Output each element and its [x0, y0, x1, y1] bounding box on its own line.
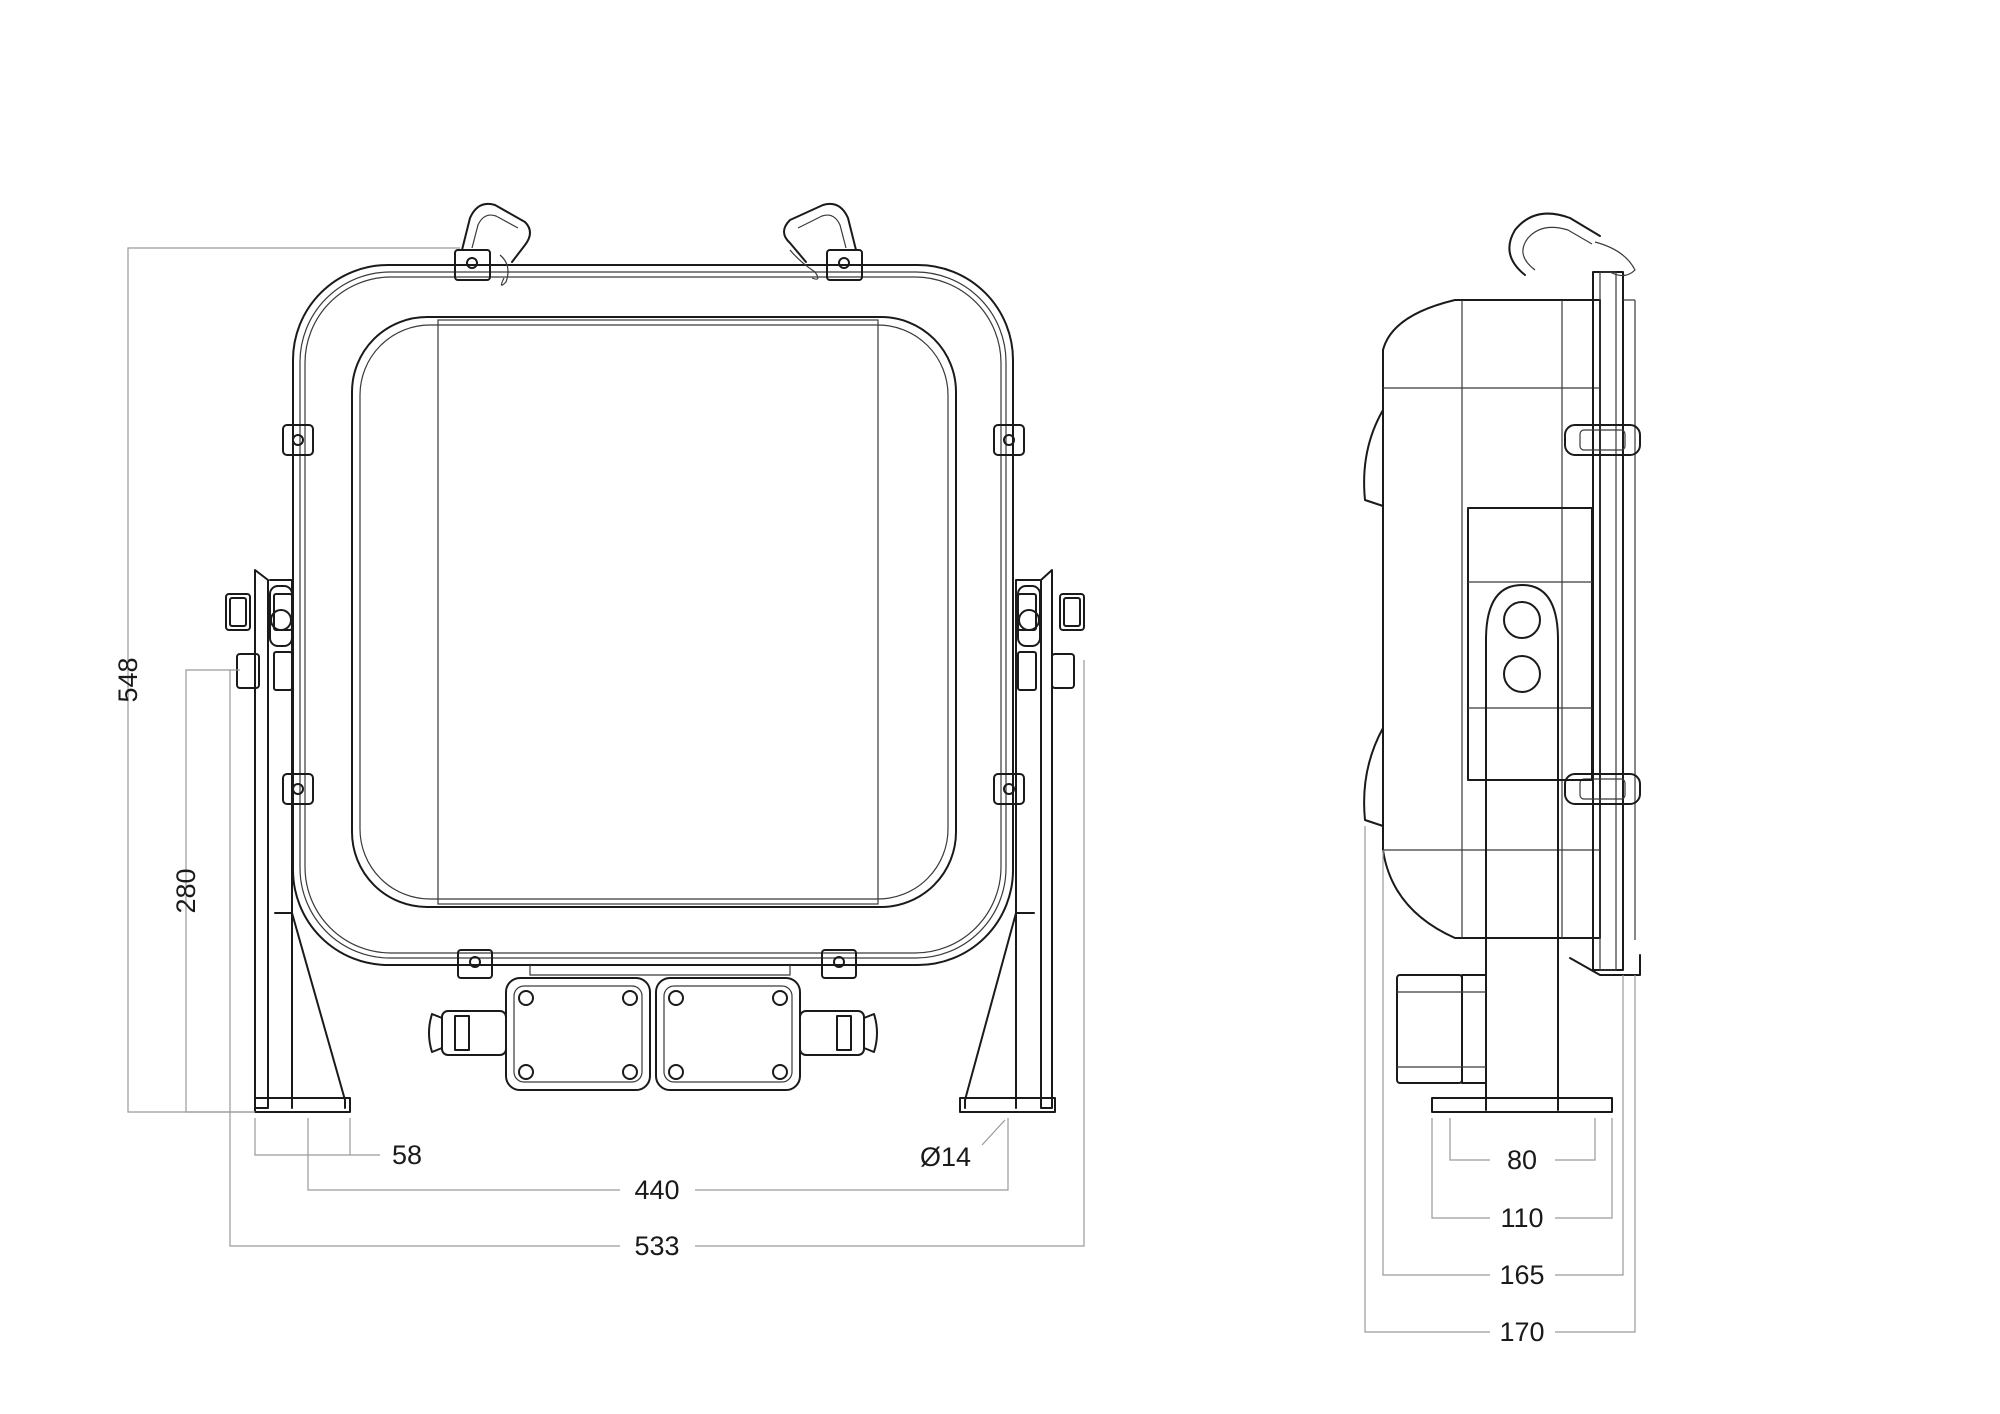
- front-top-handle-left: [454, 202, 531, 286]
- front-glass-panel: [437, 319, 879, 905]
- front-pivot-bolts-left: [225, 593, 293, 691]
- side-junction-box: [1396, 974, 1487, 1084]
- dim-label-80: 80: [1507, 1145, 1537, 1175]
- dim-label-110: 110: [1500, 1203, 1543, 1233]
- front-side-clamps: [282, 424, 1025, 805]
- side-bracket: [1485, 584, 1559, 1111]
- front-cable-glands: [428, 1010, 878, 1056]
- side-clamps: [1564, 424, 1641, 976]
- side-view: [1363, 212, 1641, 1113]
- front-junction-boxes: [505, 965, 801, 1091]
- front-view: [225, 202, 1085, 1113]
- side-rear-bump-top: [1363, 409, 1384, 507]
- dimension-lines: [127, 247, 1636, 1333]
- side-body: [1382, 299, 1601, 939]
- side-mount-plate: [1467, 507, 1593, 781]
- side-foot-plate: [1431, 1097, 1613, 1113]
- dim-label-165: 165: [1499, 1260, 1544, 1290]
- front-bottom-clamp-left: [457, 949, 493, 979]
- side-top-handle: [1508, 212, 1636, 277]
- dimension-labels: 548 280 58 440 Ø14 533 80 110 165 170: [113, 657, 1545, 1347]
- dim-label-548: 548: [113, 657, 143, 702]
- front-pivot-bolts-right: [1017, 593, 1085, 691]
- front-housing: [292, 264, 1014, 966]
- dim-label-440: 440: [634, 1175, 679, 1205]
- front-bottom-clamp-right: [821, 949, 857, 979]
- dim-label-533: 533: [634, 1231, 679, 1261]
- dim-label-280: 280: [171, 868, 201, 913]
- front-top-handle-right: [783, 202, 863, 281]
- dim-label-58: 58: [392, 1140, 422, 1170]
- dim-label-170: 170: [1499, 1317, 1544, 1347]
- front-bracket-left: [254, 569, 351, 1113]
- front-bracket-right: [959, 569, 1056, 1113]
- side-rear-bump-bottom: [1363, 727, 1384, 827]
- dim-label-dia14: Ø14: [920, 1142, 971, 1172]
